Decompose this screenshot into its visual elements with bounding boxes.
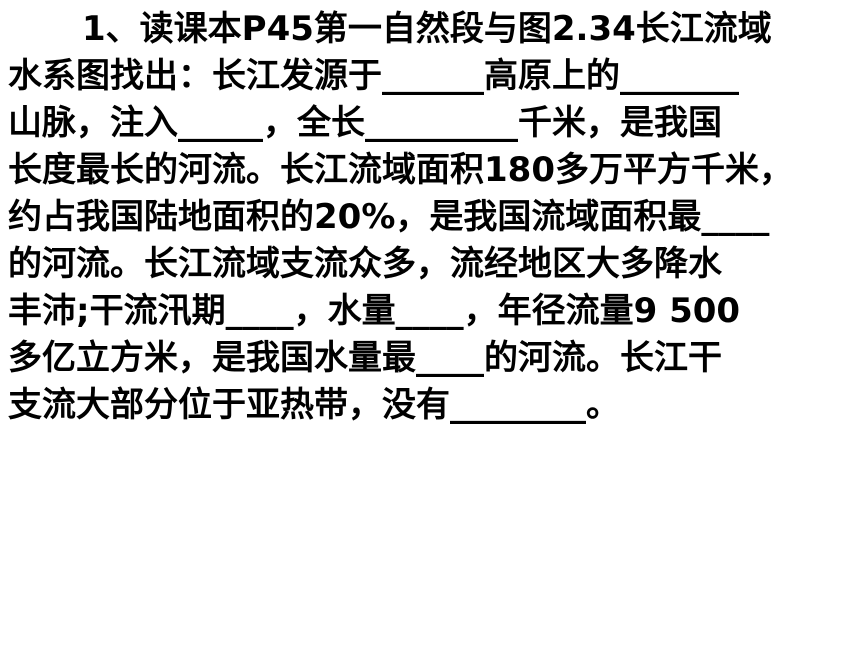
question-line-7: 丰沛;干流汛期____，水量____，年径流量9 500 — [8, 291, 741, 331]
question-line-5: 约占我国陆地面积的20%，是我国流域面积最____ — [8, 197, 770, 237]
question-line-6: 的河流。长江流域支流众多，流经地区大多降水 — [8, 244, 722, 284]
question-line-4: 长度最长的河流。长江流域面积180多万平方千米， — [8, 150, 793, 190]
question-line-9: 支流大部分位于亚热带，没有________。 — [8, 385, 620, 425]
question-line-2: 水系图找出：长江发源于______高原上的_______ — [8, 56, 739, 96]
exercise-question-text: 1、读课本P45第一自然段与图2.34长江流域 水系图找出：长江发源于_____… — [8, 6, 848, 429]
question-line-8: 多亿立方米，是我国水量最____的河流。长江干 — [8, 338, 722, 378]
question-line-3: 山脉，注入_____，全长_________千米，是我国 — [8, 103, 722, 143]
question-line-1: 1、读课本P45第一自然段与图2.34长江流域 — [82, 9, 772, 49]
